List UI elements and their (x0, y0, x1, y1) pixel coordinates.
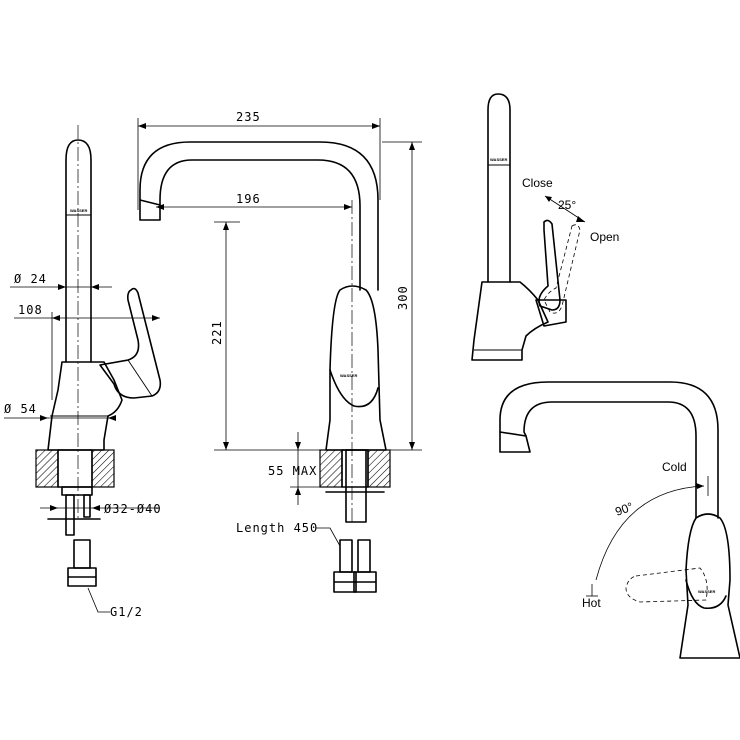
rot-spout-outlet (499, 431, 531, 453)
rot-lever-hot (625, 567, 708, 603)
dim-300-label: 300 (396, 285, 410, 310)
front-nut-right (353, 571, 377, 593)
rotation-detail-view: WASSER Cold 90° Hot (499, 381, 740, 659)
lever-detail-view: WASSER Close 25° Open (471, 93, 619, 361)
front-body (325, 285, 387, 451)
detail-close-label: Close (522, 176, 553, 190)
dim-221-label: 221 (210, 320, 224, 345)
side-counter-hole (57, 449, 93, 488)
detail-lever-open (543, 224, 581, 314)
detail-angle-label: 25° (558, 198, 576, 212)
front-lever-edge (329, 369, 379, 408)
detail-lever-hub (535, 299, 567, 327)
side-logo: WASSER (70, 208, 87, 213)
rot-angle-arc (595, 485, 705, 581)
dim-55-label: 55 MAX (268, 464, 317, 478)
front-counter-right (367, 449, 391, 488)
side-hose-nut (67, 567, 97, 587)
dim-hole-label: Ø32-Ø40 (104, 502, 162, 516)
detail-column (487, 93, 511, 283)
front-stud (345, 449, 367, 523)
dim-d54-label: Ø 54 (4, 402, 37, 416)
detail-body (471, 281, 549, 361)
front-hose-left (339, 539, 353, 573)
dim-d24-label: Ø 24 (14, 272, 47, 286)
front-logo: WASSER (340, 373, 357, 378)
dim-108-label: 108 (18, 303, 43, 317)
front-spout-outlet (139, 199, 161, 221)
front-view: WASSER 235 196 221 300 (137, 110, 422, 593)
side-stud-2 (83, 494, 91, 518)
side-fixing-nut (61, 486, 93, 496)
dim-235-label: 235 (236, 110, 261, 124)
rot-cold-label: Cold (662, 460, 687, 474)
rot-arc-arrow (696, 483, 704, 489)
side-lever-edge (127, 359, 153, 397)
front-counter-left (319, 449, 343, 488)
side-counter-left (35, 449, 59, 488)
side-column (65, 139, 92, 363)
rot-hot-label: Hot (582, 596, 601, 610)
rot-angle-label: 90° (613, 499, 635, 518)
dim-length-label: Length 450 (236, 521, 318, 535)
rot-lever-edge (685, 579, 727, 610)
front-spout (139, 141, 379, 291)
side-view: WASSER Ø 24 108 Ø 54 Ø3 (4, 125, 162, 619)
detail-open-label: Open (590, 230, 619, 244)
side-body (47, 361, 123, 451)
front-hose-right (357, 539, 371, 573)
dim-196-label: 196 (236, 192, 261, 206)
detail-logo: WASSER (490, 157, 507, 162)
side-lever (99, 287, 162, 399)
rot-spout (499, 381, 719, 519)
rot-body (679, 513, 740, 659)
detail-lever-closed (538, 219, 561, 311)
dim-thread-leader (87, 587, 110, 613)
rot-logo: WASSER (698, 589, 715, 594)
side-hose (73, 539, 91, 569)
detail-angle-arrows (545, 196, 585, 222)
dim-length-leader (316, 527, 341, 547)
side-stud (65, 494, 75, 536)
dim-thread-label: G1/2 (110, 605, 143, 619)
front-nut-left (333, 571, 357, 593)
side-counter-right (91, 449, 115, 488)
